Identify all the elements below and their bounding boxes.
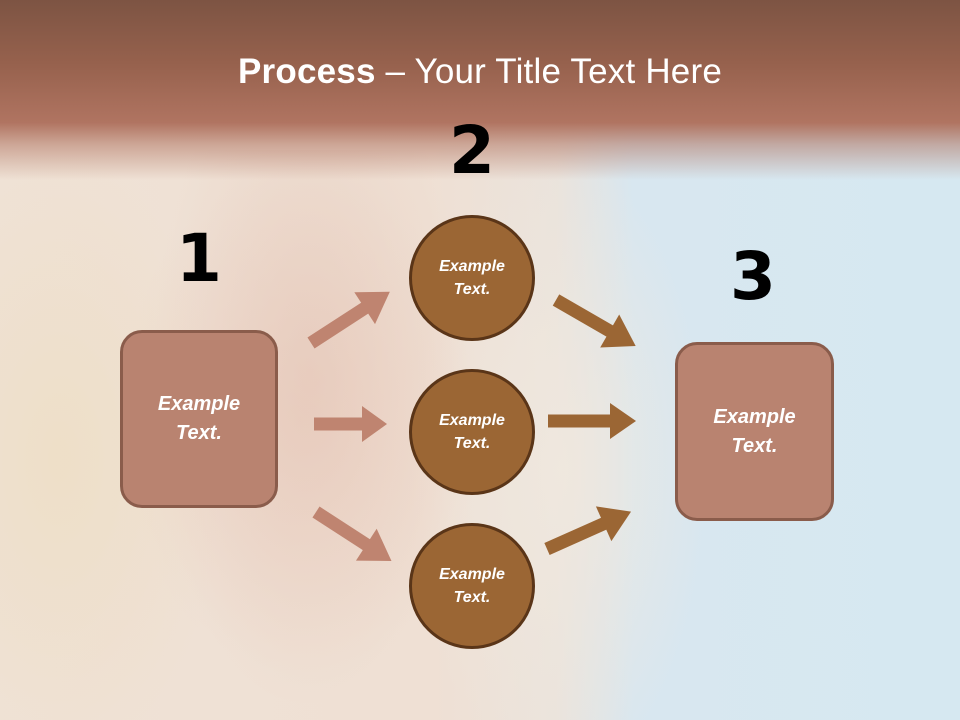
step-number-2: 2	[449, 112, 495, 189]
arrow-to-circle-1	[307, 291, 390, 349]
step-2-circle-1: Example Text.	[409, 215, 535, 341]
step-number-3: 3	[730, 238, 776, 315]
step-3-box-line2: Text.	[731, 434, 778, 457]
step-1-box-line2: Text.	[176, 422, 222, 444]
arrow-to-circle-2	[314, 406, 387, 442]
slide-title: Process – Your Title Text Here	[0, 52, 960, 92]
arrow-from-circle-3	[544, 506, 632, 555]
slide-title-rest: – Your Title Text Here	[375, 52, 722, 91]
title-band	[0, 0, 960, 180]
circle-3-line1: Example	[439, 566, 505, 583]
step-3-box-line1: Example	[713, 405, 796, 428]
arrow-to-circle-3	[312, 506, 392, 562]
step-1-box: Example Text.	[120, 330, 278, 508]
step-3-box: Example Text.	[675, 342, 834, 521]
circle-2-line2: Text.	[453, 435, 491, 452]
circle-2-line1: Example	[439, 412, 505, 429]
arrow-from-circle-1	[552, 294, 636, 348]
slide-title-bold: Process	[238, 52, 376, 91]
step-number-1: 1	[176, 220, 222, 297]
circle-1-line2: Text.	[453, 281, 491, 298]
step-2-circle-2: Example Text.	[409, 369, 535, 495]
circle-1-line1: Example	[439, 258, 505, 275]
step-2-circle-3: Example Text.	[409, 523, 535, 649]
step-1-box-line1: Example	[157, 393, 241, 415]
circle-3-line2: Text.	[453, 589, 491, 606]
arrow-from-circle-2	[548, 403, 636, 439]
